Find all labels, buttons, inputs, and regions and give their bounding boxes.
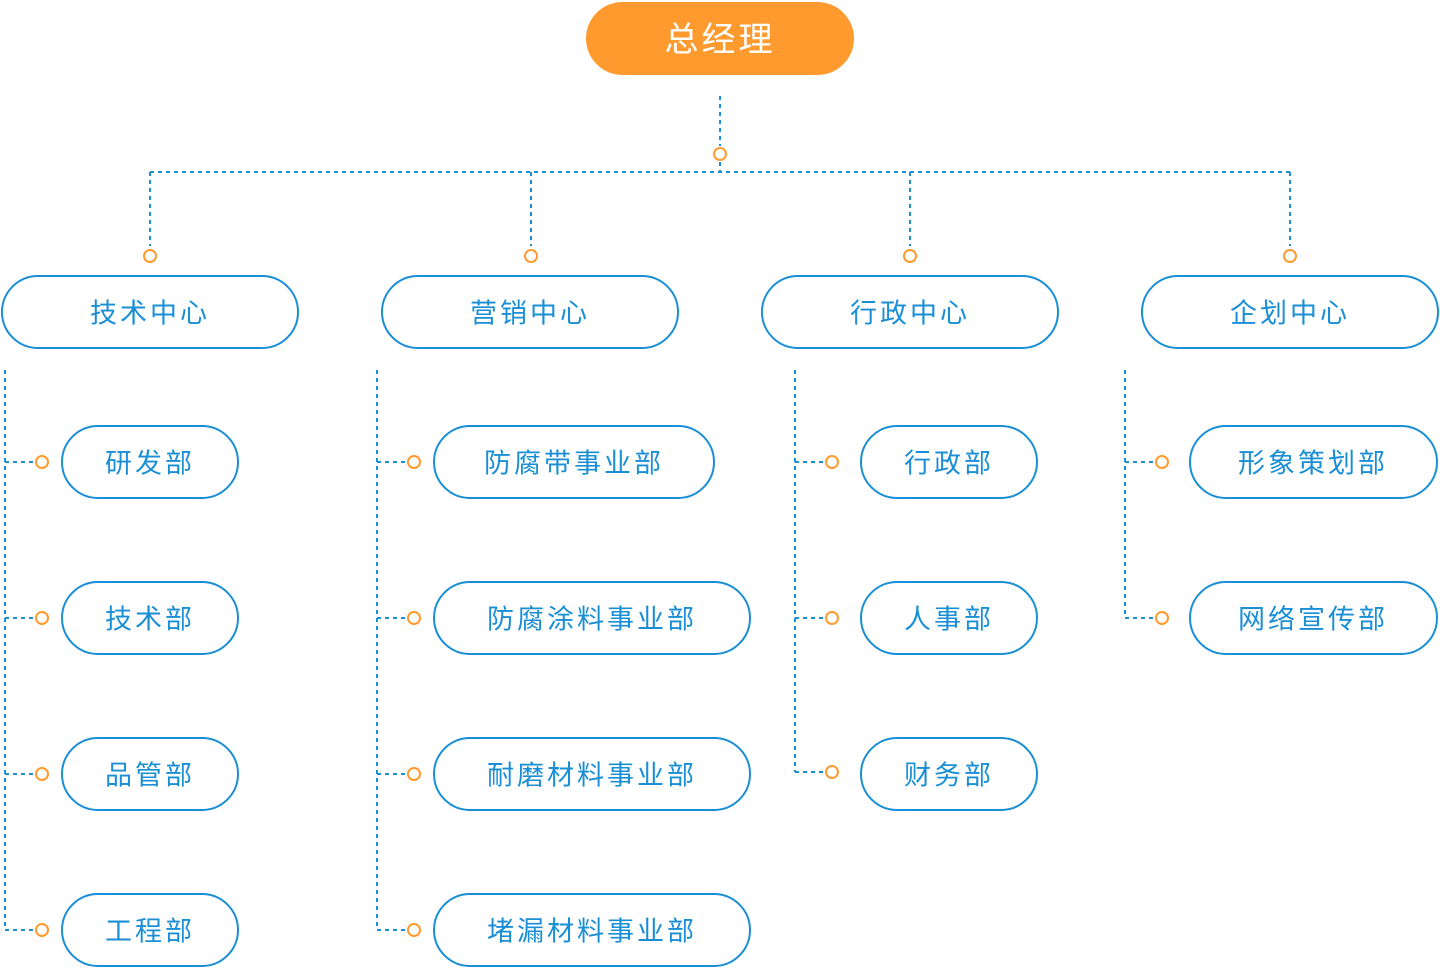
connector-lines	[4, 96, 1291, 931]
connector-dot	[524, 249, 538, 263]
connector-dot	[35, 611, 49, 625]
connector-dot	[903, 249, 917, 263]
root-node-label: 总经理	[665, 20, 776, 60]
dept-node: 网络宣传部	[1189, 581, 1438, 655]
connector-dot	[35, 767, 49, 781]
dept-node: 堵漏材料事业部	[433, 893, 751, 967]
dept-node-label: 防腐带事业部	[484, 449, 664, 480]
dept-node: 技术部	[61, 581, 239, 655]
connector-dot	[407, 767, 421, 781]
dept-node: 行政部	[860, 425, 1038, 499]
dept-node: 工程部	[61, 893, 239, 967]
connector-dot	[143, 249, 157, 263]
dept-node-box	[61, 425, 239, 499]
dept-node-label: 人事部	[904, 605, 994, 636]
dept-node-label: 品管部	[105, 761, 195, 792]
center-node-label: 行政中心	[850, 299, 970, 330]
dept-node-label: 行政部	[904, 449, 994, 480]
dept-node: 研发部	[61, 425, 239, 499]
dept-node-box	[860, 581, 1038, 655]
center-node-label: 技术中心	[90, 299, 210, 330]
dept-node-box	[1189, 581, 1438, 655]
connector-dot	[825, 611, 839, 625]
dept-node: 财务部	[860, 737, 1038, 811]
dept-node-box	[433, 581, 751, 655]
dept-node-label: 形象策划部	[1238, 449, 1388, 480]
center-node-label: 营销中心	[470, 299, 590, 330]
dept-node-label: 技术部	[105, 605, 195, 636]
dept-node-box	[860, 425, 1038, 499]
dept-node-label: 研发部	[105, 449, 195, 480]
dept-node-box	[1189, 425, 1438, 499]
connector-dot	[35, 455, 49, 469]
dept-node-label: 财务部	[904, 761, 994, 792]
dept-node: 形象策划部	[1189, 425, 1438, 499]
connector-dot	[825, 765, 839, 779]
connector-dot	[407, 455, 421, 469]
root-node-box	[586, 2, 854, 75]
dept-node-label: 耐磨材料事业部	[487, 761, 697, 792]
dept-node-label: 工程部	[105, 917, 195, 948]
center-node-marketing: 营销中心	[381, 275, 679, 349]
dept-node-box	[433, 425, 715, 499]
center-node-tech: 技术中心	[1, 275, 299, 349]
dept-node-label: 网络宣传部	[1238, 605, 1388, 636]
dept-node-box	[860, 737, 1038, 811]
center-node-admin: 行政中心	[761, 275, 1059, 349]
dept-node-box	[61, 893, 239, 967]
connector-dot	[35, 923, 49, 937]
connector-dot	[1155, 611, 1169, 625]
center-node-label: 企划中心	[1230, 299, 1350, 330]
dept-node-label: 堵漏材料事业部	[487, 917, 697, 948]
connector-dot	[825, 455, 839, 469]
connector-dot	[407, 611, 421, 625]
dept-node: 防腐涂料事业部	[433, 581, 751, 655]
connector-dot	[407, 923, 421, 937]
center-node-box	[381, 275, 679, 349]
center-node-box	[1, 275, 299, 349]
center-node-planning: 企划中心	[1141, 275, 1439, 349]
dept-node-label: 防腐涂料事业部	[487, 605, 697, 636]
dept-node-box	[433, 893, 751, 967]
center-node-box	[761, 275, 1059, 349]
dept-node: 品管部	[61, 737, 239, 811]
dept-node-box	[433, 737, 751, 811]
connector-dots	[35, 147, 1297, 937]
dept-node-box	[61, 737, 239, 811]
root-node: 总经理	[586, 2, 854, 75]
connector-dot	[1155, 455, 1169, 469]
dept-node-box	[61, 581, 239, 655]
dept-node: 耐磨材料事业部	[433, 737, 751, 811]
connector-dot	[1283, 249, 1297, 263]
dept-node: 人事部	[860, 581, 1038, 655]
connector-dot	[713, 147, 727, 161]
dept-node: 防腐带事业部	[433, 425, 715, 499]
center-node-box	[1141, 275, 1439, 349]
